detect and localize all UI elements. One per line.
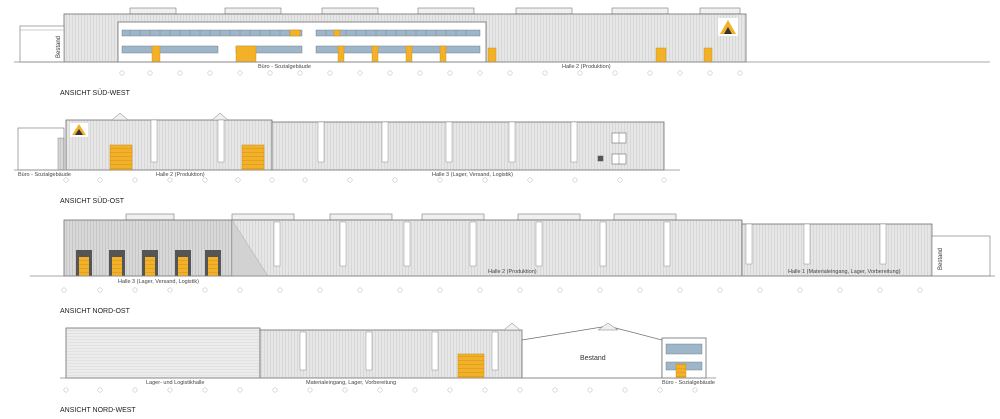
loading-docks bbox=[76, 250, 221, 276]
existing-building bbox=[19, 25, 65, 63]
hall2-facade bbox=[65, 119, 273, 171]
label-bestand-sw: Bestand bbox=[56, 36, 62, 58]
grid-axis-markers bbox=[119, 70, 743, 76]
existing-office bbox=[17, 127, 65, 171]
rooftop-units bbox=[129, 7, 741, 15]
office-windows bbox=[121, 29, 481, 54]
label-office-so: Büro - Sozialgebäude bbox=[18, 172, 71, 178]
elevation-title-sw: ANSICHT SÜD-WEST bbox=[60, 89, 131, 97]
label-halle2-so: Halle 2 (Produktion) bbox=[156, 172, 205, 178]
label-material-nw: Materialeingang, Lager, Vorbereitung bbox=[306, 380, 396, 386]
elevation-sued-ost: Büro - Sozialgebäude Halle 2 (Produktion… bbox=[14, 112, 680, 205]
elevation-nord-ost: Bestand Halle 3 (Lager, Versand, Logisti… bbox=[30, 213, 995, 315]
label-halle2-sw: Halle 2 (Produktion) bbox=[562, 64, 611, 70]
label-logistics-nw: Lager- und Logistikhalle bbox=[146, 380, 204, 386]
label-office-nw: Büro - Sozialgebäude bbox=[662, 380, 715, 386]
gate-1-so bbox=[109, 144, 133, 171]
elevation-title-no: ANSICHT NORD-OST bbox=[60, 308, 131, 315]
rooftop-units-no bbox=[125, 213, 677, 221]
elevation-title-so: ANSICHT SÜD-OST bbox=[60, 197, 125, 205]
label-bestand-no: Bestand bbox=[938, 248, 944, 270]
label-halle3-so: Halle 3 (Lager, Versand, Logistik) bbox=[432, 172, 513, 178]
gate-nw bbox=[457, 353, 485, 379]
office-block bbox=[117, 21, 487, 63]
label-halle1-no: Halle 1 (Materialeingang, Lager, Vorbere… bbox=[788, 269, 901, 275]
gate-2-so bbox=[241, 144, 265, 171]
hall2-facade-no bbox=[231, 219, 743, 277]
hall3-facade bbox=[271, 121, 665, 171]
company-logo-icon bbox=[718, 18, 738, 36]
label-bestand-nw: Bestand bbox=[580, 355, 606, 362]
elevation-nord-west: Bestand Lager- und Logistikhalle Materia… bbox=[60, 322, 716, 414]
existing-building-nw bbox=[521, 325, 663, 379]
label-halle2-no: Halle 2 (Produktion) bbox=[488, 269, 537, 275]
company-logo-icon-so bbox=[70, 123, 88, 137]
label-halle3-no: Halle 3 (Lager, Versand, Logistik) bbox=[118, 279, 199, 285]
label-office-sw: Büro - Sozialgebäude bbox=[258, 64, 311, 70]
elevation-sued-west: Bestand bbox=[14, 7, 990, 97]
elevation-title-nw: ANSICHT NORD-WEST bbox=[60, 407, 136, 414]
logistics-hall-facade bbox=[65, 327, 261, 379]
yellow-doors-sw bbox=[151, 29, 713, 63]
